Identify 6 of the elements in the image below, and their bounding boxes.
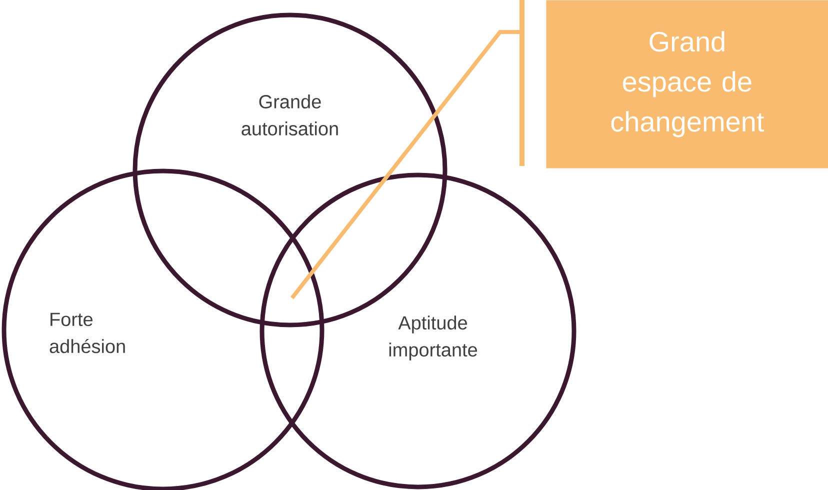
circle: [260, 172, 576, 490]
circle-label: Aptitude importante: [389, 316, 478, 360]
circle-label: Forte adhésion: [50, 312, 125, 354]
circle-label: Grande autorisation: [242, 94, 338, 136]
leader-line: [290, 30, 522, 300]
callout-box: Grand espace de changement: [546, 0, 828, 168]
